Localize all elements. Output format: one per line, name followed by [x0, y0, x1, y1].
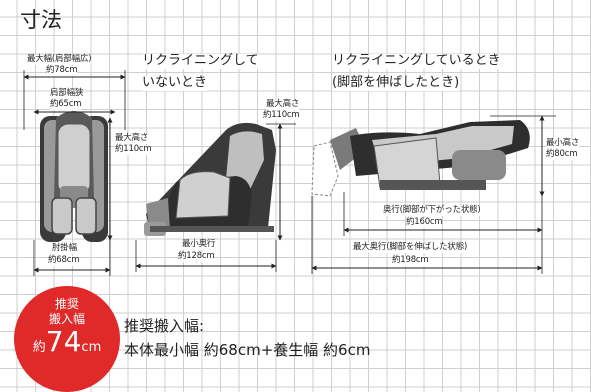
badge-number: 74	[45, 325, 82, 358]
reclined-max-depth-value: 約198cm	[392, 255, 429, 266]
reclined-max-depth-label: 最大奥行(脚部を伸ばした状態)	[353, 242, 468, 253]
front-max-width-value: 約78cm	[46, 65, 78, 76]
front-max-width-label: 最大幅(肩部幅広)	[27, 54, 92, 65]
badge-unit: cm	[81, 340, 102, 355]
reclined-height-value: 約80cm	[546, 149, 578, 160]
badge-line1: 推奨	[54, 297, 79, 311]
upright-height-label: 最大高さ	[266, 99, 300, 110]
front-armrest-value: 約68cm	[48, 255, 80, 266]
front-chair-illustration	[40, 111, 108, 242]
badge-line2: 搬入幅	[48, 312, 85, 326]
page-title: 寸法	[20, 8, 62, 32]
upright-height-value: 約110cm	[263, 110, 300, 121]
reclined-depth-value: 約160cm	[406, 217, 443, 228]
front-shoulder-label: 肩部幅狭	[50, 88, 84, 99]
reclined-height-label: 最小高さ	[546, 138, 580, 149]
front-height-value: 約110cm	[115, 144, 152, 155]
reclined-caption-line2: (脚部を伸ばしたとき)	[332, 75, 460, 91]
recommended-width-badge: 推奨 搬入幅 約74cm	[14, 286, 120, 392]
front-armrest-label: 肘掛幅	[52, 243, 77, 254]
badge-value: 約74cm	[14, 328, 120, 356]
upright-caption-line2: いないとき	[142, 75, 208, 91]
upright-caption-line1: リクライニングして	[142, 53, 259, 69]
reclined-chair-illustration	[311, 120, 530, 197]
reclined-caption-line1: リクライニングしているとき	[332, 53, 501, 69]
front-shoulder-value: 約65cm	[50, 99, 82, 110]
upright-chair-illustration	[144, 122, 276, 236]
recommendation-heading: 推奨搬入幅:	[124, 317, 205, 335]
recommendation-detail: 本体最小幅 約68cm+養生幅 約6cm	[124, 341, 371, 359]
reclined-depth-label: 奥行(脚部が下がった状態)	[383, 205, 481, 216]
badge-prefix: 約	[32, 340, 46, 355]
front-height-label: 最大高さ	[115, 133, 149, 144]
upright-depth-label: 最小奥行	[182, 239, 216, 250]
upright-depth-value: 約128cm	[178, 251, 215, 262]
